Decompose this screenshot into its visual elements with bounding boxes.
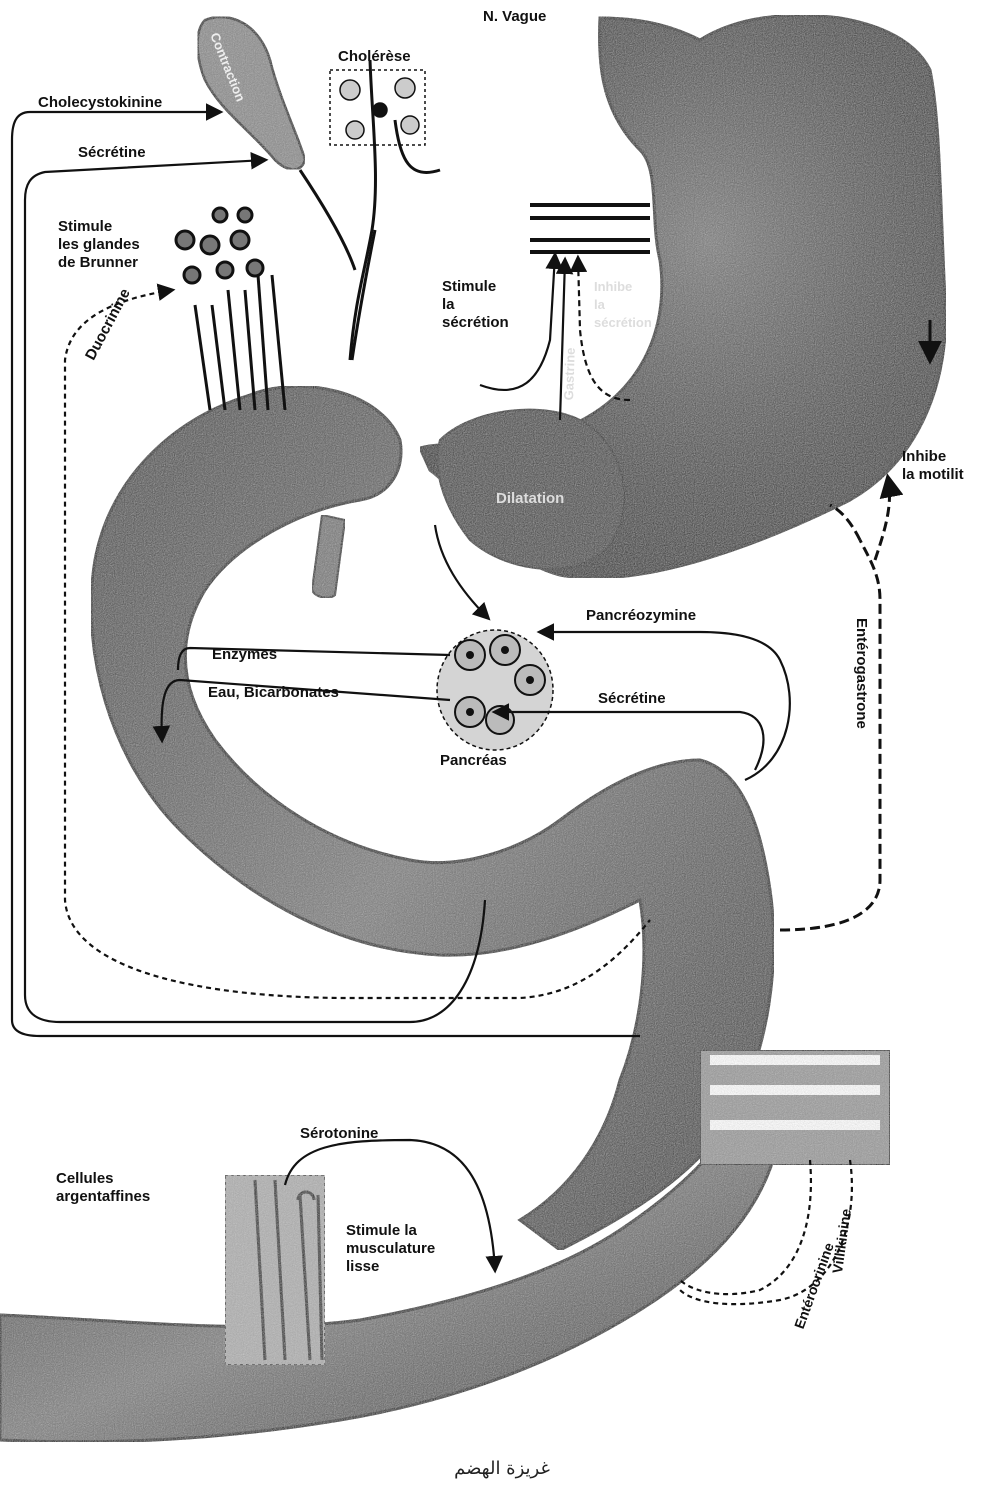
cholecystokinine-label: Cholecystokinine [38,94,162,112]
argentaffin-gland [225,1175,325,1365]
dilatation-label: Dilatation [496,490,564,508]
inhibe-secretion-label: Inhibe la sécrétion [594,278,684,332]
vagus-label: N. Vague [483,8,546,26]
pancreas-label: Pancréas [440,752,507,770]
gastrine-label: Gastrine [560,347,580,400]
stimule-secretion-label: Stimule la sécrétion [442,278,542,332]
pancreas [437,630,553,750]
pancreatic-duct [312,515,345,598]
pancreozymine-label: Pancréozymine [586,607,696,625]
enterogastrone-label: Entérogastrone [852,618,870,729]
bile-duct [300,60,440,360]
brunner-label: Stimule les glandes de Brunner [58,218,168,272]
secretine-mid-label: Sécrétine [598,690,666,708]
eau-bicarbonates-label: Eau, Bicarbonates [208,684,339,702]
cellules-argentaffines-label: Cellules argentaffines [56,1170,196,1206]
inhibe-motilite-label: Inhibe la motilit [902,448,1002,484]
villi-block [700,1050,890,1165]
inhibe-motilite-arrow [875,478,890,560]
gastric-glands [530,205,650,252]
cholerese-label: Cholérèse [338,48,411,66]
brunner-glands [176,208,285,410]
serotonine-label: Sérotonine [300,1125,378,1143]
secretine-top-label: Sécrétine [78,144,146,162]
enterogastrone-arrow [780,540,880,930]
enzymes-label: Enzymes [212,646,277,664]
figure-caption: غريزة الهضم [0,1458,1004,1479]
hepatic-cells [330,70,425,145]
stimule-musculature-label: Stimule la musculature lisse [346,1222,476,1276]
